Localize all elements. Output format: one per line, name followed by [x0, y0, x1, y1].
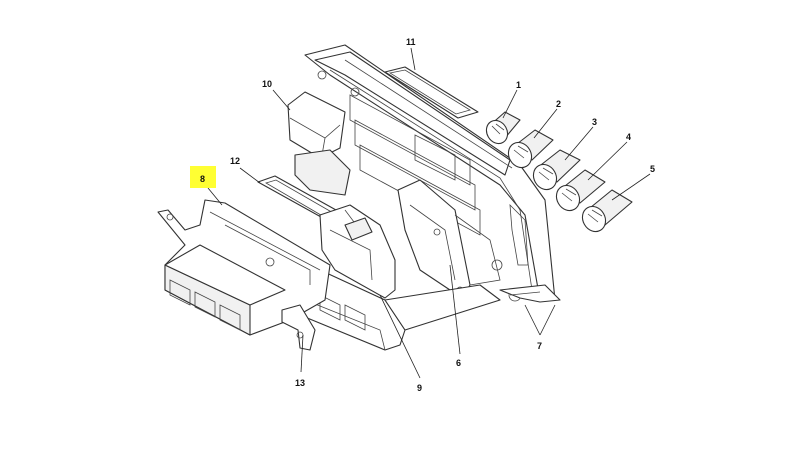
- callout-8-highlight: [190, 166, 216, 188]
- callout-11: 11: [406, 37, 416, 47]
- knob-3: [532, 149, 581, 191]
- callout-6: 6: [456, 358, 461, 368]
- side-module-6: [397, 179, 503, 299]
- callout-1: 1: [516, 80, 521, 90]
- callout-2: 2: [556, 99, 561, 109]
- callout-5: 5: [650, 164, 655, 174]
- control-module-10: [287, 91, 351, 196]
- main-bezel-frame: [304, 44, 556, 302]
- callout-9: 9: [417, 383, 422, 393]
- callout-3: 3: [592, 117, 597, 127]
- knob-4: [555, 169, 606, 212]
- leader-lines: [207, 47, 651, 379]
- callout-10: 10: [262, 79, 272, 89]
- trim-plate-11: [384, 66, 479, 119]
- callout-4: 4: [626, 132, 631, 142]
- callout-labels: 1 2 3 4 5 6 7 8 9 10 11 12 13: [200, 37, 655, 393]
- callout-13: 13: [295, 378, 305, 388]
- knob-2: [507, 129, 554, 169]
- callout-12: 12: [230, 156, 240, 166]
- switch-panel-9: [319, 204, 396, 299]
- knob-1: [485, 111, 521, 145]
- control-unit-8: [157, 199, 331, 336]
- knob-5: [581, 189, 633, 233]
- bracket-13: [281, 304, 316, 351]
- callout-7: 7: [537, 341, 542, 351]
- callout-8: 8: [200, 174, 205, 184]
- side-bracket-7: [499, 284, 561, 303]
